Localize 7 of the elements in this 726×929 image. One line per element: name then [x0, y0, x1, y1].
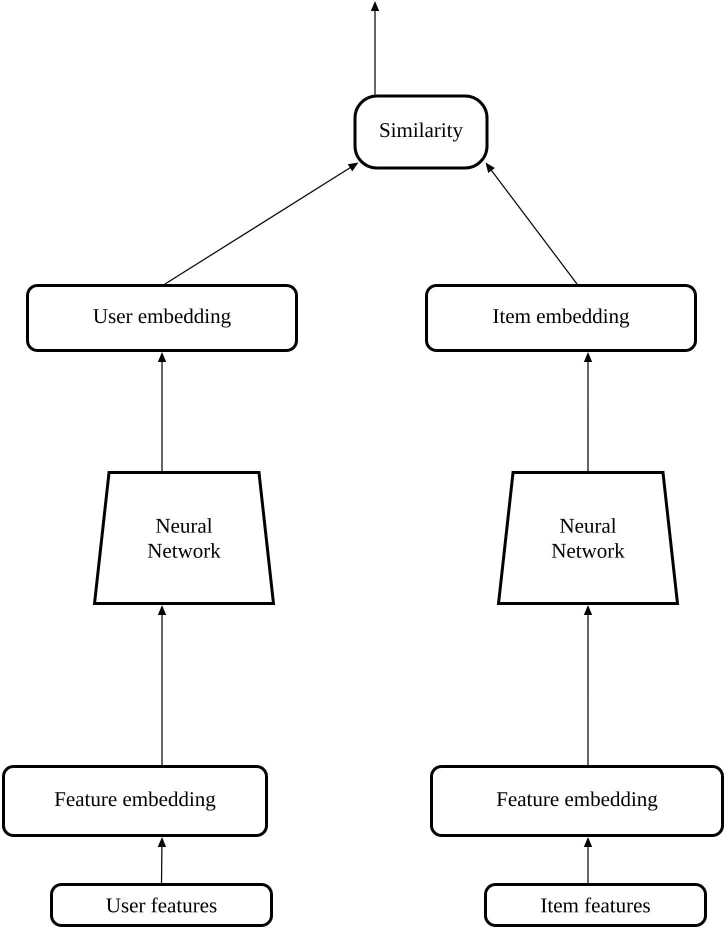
- process-box: Feature embedding: [430, 765, 724, 837]
- process-box: Feature embedding: [2, 765, 268, 837]
- process-box: User embedding: [26, 284, 298, 352]
- input-box: User features: [50, 883, 273, 927]
- similarity-box: Similarity: [354, 94, 488, 170]
- process-box: Item embedding: [425, 284, 697, 352]
- input-box: Item features: [484, 883, 707, 927]
